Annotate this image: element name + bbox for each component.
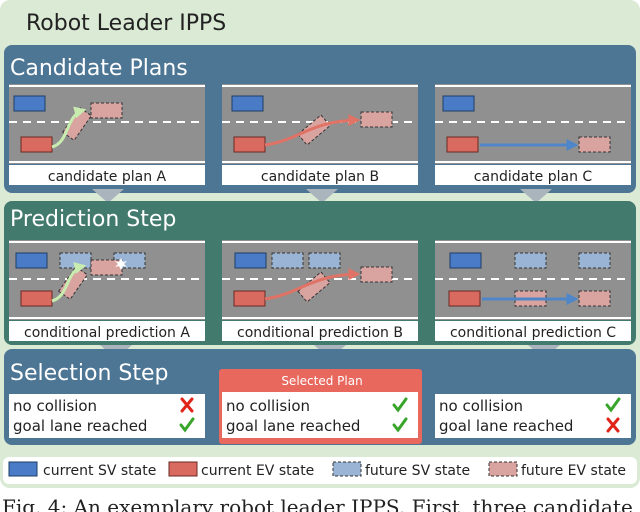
candidate-caption-b: candidate plan B (261, 169, 379, 185)
legend-future-ev: future EV state (488, 461, 626, 479)
criterion-label: goal lane reached (13, 417, 147, 435)
candidate-panel-c: candidate plan C (435, 84, 631, 185)
down-arrow (92, 189, 124, 203)
current-ev (233, 136, 266, 153)
down-arrow (520, 189, 552, 203)
legend-current-sv: current SV state (8, 461, 156, 479)
legend-swatch (332, 461, 362, 477)
current-sv (449, 252, 482, 269)
selection-title: Selection Step (10, 361, 168, 386)
down-arrow (306, 189, 338, 203)
future-ev (360, 111, 393, 128)
result-box-a (9, 394, 205, 438)
future-sv (308, 252, 341, 269)
selected-plan-label: Selected Plan (281, 374, 362, 388)
legend-swatch (8, 461, 38, 477)
check-icon (392, 397, 408, 413)
legend-label: current SV state (43, 463, 156, 479)
prediction-panel-b: conditional prediction B (222, 240, 418, 341)
collision-icon (115, 258, 127, 270)
caption-box (435, 165, 631, 185)
caption-box (435, 321, 631, 341)
candidate-panel-b: candidate plan B (222, 84, 418, 185)
result-rows: no collision no collision no collision goal… (13, 397, 621, 435)
current-ev (20, 290, 53, 307)
result-box-c (435, 394, 631, 438)
current-sv (13, 95, 46, 112)
figure-title: Robot Leader IPPS (26, 11, 226, 36)
legend-swatch (168, 461, 198, 477)
current-ev (20, 136, 53, 153)
legend (3, 457, 637, 484)
legend-label: current EV state (201, 463, 314, 479)
candidate-panel-a: candidate plan A (9, 84, 205, 185)
candidate-title: Candidate Plans (10, 56, 188, 81)
criterion-label: no collision (439, 397, 523, 415)
check-icon (392, 417, 408, 433)
prediction-panel-c: conditional prediction C (435, 240, 631, 341)
prediction-caption-b: conditional prediction B (237, 325, 403, 341)
prediction-panel-a: conditional prediction A (9, 240, 205, 341)
cross-icon (180, 397, 194, 413)
prediction-caption-c: conditional prediction C (450, 325, 616, 341)
future-ev (90, 102, 123, 119)
future-sv (59, 252, 92, 269)
prediction-title: Prediction Step (10, 207, 176, 232)
future-ev (578, 290, 611, 307)
current-sv (234, 252, 267, 269)
check-icon (605, 397, 621, 413)
plan-arrow (51, 106, 87, 149)
candidate-caption-a: candidate plan A (48, 169, 167, 185)
current-ev (446, 136, 479, 153)
plan-arrow (51, 262, 87, 303)
caption-box (9, 165, 205, 185)
future-sv (578, 252, 611, 269)
check-icon (179, 417, 195, 433)
legend-future-sv: future SV state (332, 461, 470, 479)
future-ev (578, 136, 611, 153)
criterion-label: no collision (13, 397, 97, 415)
criterion-label: goal lane reached (226, 417, 360, 435)
future-ev (297, 114, 331, 146)
future-sv (514, 252, 547, 269)
current-sv (231, 95, 264, 112)
current-ev (448, 290, 481, 307)
legend-current-ev: current EV state (168, 461, 314, 479)
plan-arrow (264, 114, 361, 147)
figure-caption: Fig. 4: An exemplary robot leader IPPS. … (2, 495, 633, 512)
prediction-caption-a: conditional prediction A (24, 325, 190, 341)
future-ev (360, 266, 393, 283)
current-sv (15, 252, 48, 269)
future-sv (271, 252, 304, 269)
plan-arrow (264, 268, 361, 301)
caption-box (222, 165, 418, 185)
criterion-label: goal lane reached (439, 417, 573, 435)
caption-box (9, 321, 205, 341)
future-ev (90, 259, 123, 276)
cross-icon (606, 417, 620, 433)
current-sv (442, 95, 475, 112)
legend-swatch (488, 461, 518, 477)
criterion-label: no collision (226, 397, 310, 415)
legend-label: future EV state (521, 463, 626, 479)
current-ev (233, 290, 266, 307)
result-box-b (222, 392, 418, 438)
caption-box (222, 321, 418, 341)
candidate-caption-c: candidate plan C (474, 169, 593, 185)
legend-label: future SV state (365, 463, 470, 479)
